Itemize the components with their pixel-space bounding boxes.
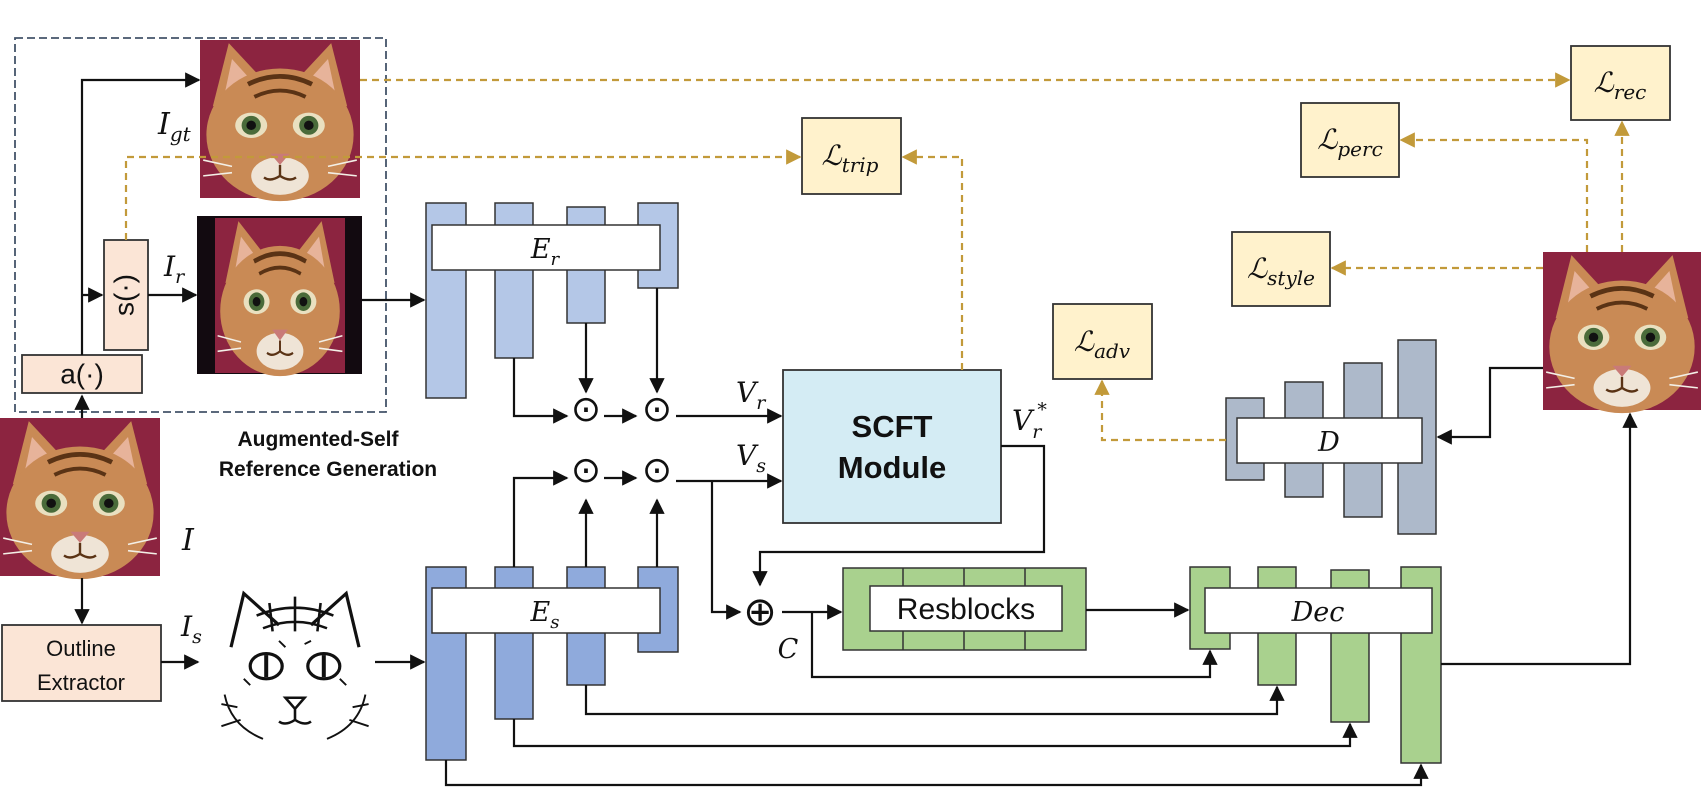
svg-text:ℒtrip: ℒtrip — [822, 139, 879, 177]
discriminator-label: D — [1317, 427, 1340, 458]
dashed-loss-connections — [124, 72, 1630, 442]
outline-extractor-line1: Outline — [46, 636, 116, 661]
loss-perc: ℒperc — [1300, 102, 1400, 178]
label-i: I — [181, 523, 195, 558]
s-function-box — [103, 239, 149, 351]
loss-adv: ℒadv — [1052, 303, 1153, 380]
svg-text:ℒrec: ℒrec — [1594, 66, 1647, 104]
a-function-label: a(·) — [60, 358, 104, 389]
odot-ref-2: ⊙ — [642, 389, 672, 430]
discriminator: D — [1225, 339, 1437, 535]
sketch-encoder: Es — [425, 566, 679, 761]
scft-module-box — [782, 369, 1002, 524]
loss-rec: ℒrec — [1570, 45, 1671, 121]
encoder-s-label: Es — [530, 597, 560, 633]
odot-sk-2: ⊙ — [642, 450, 672, 491]
decoder: Dec — [1189, 566, 1442, 764]
augmented-caption-line2: Reference Generation — [219, 458, 437, 481]
label-c: C — [778, 634, 799, 665]
loss-trip: ℒtrip — [801, 117, 902, 195]
loss-style: ℒstyle — [1231, 231, 1331, 307]
svg-text:ℒadv: ℒadv — [1074, 325, 1131, 363]
resblocks: Resblocks — [842, 567, 1087, 651]
input-cat-image — [0, 418, 160, 579]
output-cat-image — [1543, 252, 1701, 413]
ground-truth-cat-image — [200, 40, 360, 201]
scft-line2: Module — [838, 450, 947, 485]
label-i-gt: Igt — [157, 107, 192, 146]
augmented-caption-line1: Augmented-Self — [237, 428, 399, 451]
reference-cat-image — [197, 216, 362, 376]
svg-text:ℒstyle: ℒstyle — [1247, 252, 1315, 290]
s-function-label: s(·) — [108, 274, 139, 316]
odot-ref-1: ⊙ — [571, 389, 601, 430]
scft-line1: SCFT — [852, 409, 933, 444]
resblocks-label: Resblocks — [897, 593, 1035, 626]
sketch-cat-image — [215, 584, 375, 742]
outline-extractor-line2: Extractor — [37, 670, 125, 695]
oplus-operator: ⊕ — [743, 589, 777, 635]
label-v-r: Vr — [736, 376, 767, 414]
encoder-r-label: Er — [530, 234, 561, 270]
label-v-r-star: Vr* — [1012, 399, 1047, 443]
reference-encoder: Er — [425, 202, 679, 399]
label-i-s: Is — [180, 610, 202, 648]
solid-connections — [74, 72, 1638, 787]
decoder-label: Dec — [1291, 597, 1345, 628]
label-i-r: Ir — [163, 250, 186, 288]
svg-text:ℒperc: ℒperc — [1317, 123, 1383, 161]
augmented-self-region — [14, 37, 387, 413]
label-v-s: Vs — [736, 439, 766, 477]
odot-sk-1: ⊙ — [571, 450, 601, 491]
